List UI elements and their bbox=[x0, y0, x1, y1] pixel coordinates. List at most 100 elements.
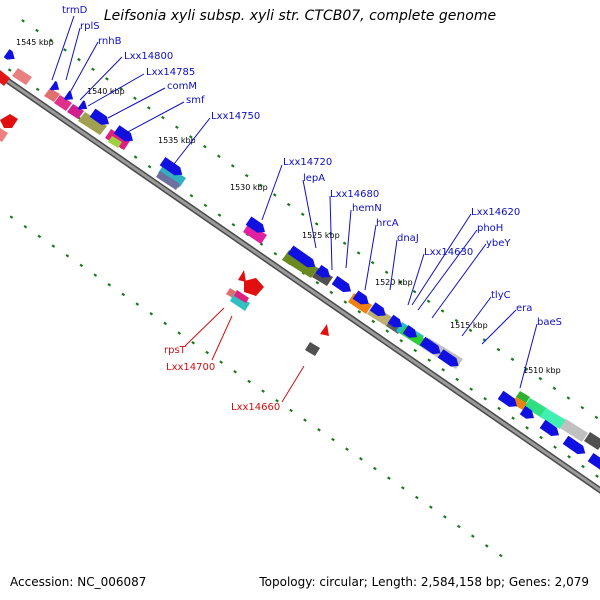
tick-dash bbox=[216, 154, 221, 159]
tick-dash bbox=[91, 67, 95, 71]
cds-arrow bbox=[49, 80, 60, 91]
gene-block bbox=[516, 391, 530, 403]
tick-dash bbox=[581, 464, 585, 469]
genome-summary: Topology: circular; Length: 2,584,158 bp… bbox=[259, 575, 589, 589]
gene-block bbox=[67, 104, 84, 119]
tick-dash bbox=[373, 466, 377, 471]
tick-dash bbox=[9, 215, 14, 219]
tick-dash bbox=[149, 312, 154, 316]
cds-arrow bbox=[3, 49, 15, 60]
gene-label: era bbox=[516, 303, 532, 314]
tick-dash bbox=[188, 135, 193, 139]
gene-label: phoH bbox=[477, 223, 503, 234]
gene-label: lepA bbox=[303, 173, 325, 184]
tick-dash bbox=[343, 300, 348, 304]
tick-dash bbox=[552, 386, 557, 391]
kbp-marker: 1510 kbp bbox=[523, 366, 561, 375]
cds-arrow bbox=[497, 390, 517, 407]
cds-arrow bbox=[387, 314, 402, 328]
tick-dash bbox=[93, 273, 98, 277]
tick-dash bbox=[79, 263, 84, 268]
reverse-arrows bbox=[0, 114, 329, 336]
tick-dash bbox=[442, 515, 447, 519]
leader-lines-reverse bbox=[184, 307, 305, 403]
cds-arrow bbox=[402, 325, 417, 338]
tick-dash bbox=[511, 416, 515, 420]
tick-dash bbox=[429, 505, 433, 509]
cds-arrow bbox=[113, 125, 133, 142]
cds-arrow bbox=[587, 453, 600, 470]
gene-label: rpsT bbox=[164, 345, 187, 356]
tick-dash bbox=[455, 377, 460, 382]
tick-dash bbox=[7, 68, 12, 72]
gene-label: Lxx14620 bbox=[471, 207, 520, 218]
gene-label: Lxx14720 bbox=[283, 157, 332, 168]
gene-label: dnaJ bbox=[397, 233, 419, 244]
tick-dash bbox=[412, 289, 417, 294]
tick-dash bbox=[63, 48, 67, 52]
tick-dash bbox=[177, 331, 182, 335]
tick-dash bbox=[273, 251, 278, 256]
gene-label: Lxx14750 bbox=[211, 111, 260, 122]
tick-dash bbox=[331, 437, 335, 442]
cds-arrow bbox=[245, 216, 265, 233]
tick-dash bbox=[468, 328, 473, 333]
tick-dash bbox=[189, 193, 194, 198]
gene-label: Lxx14785 bbox=[146, 67, 195, 78]
tick-dash bbox=[105, 77, 109, 81]
gene-block bbox=[584, 432, 600, 450]
cds-arrow bbox=[287, 245, 316, 268]
tick-dash bbox=[413, 348, 418, 353]
kbp-marker: 1520 kbp bbox=[375, 278, 413, 287]
tick-dash bbox=[219, 360, 223, 364]
kbp-marker: 1535 kbp bbox=[158, 136, 196, 145]
gene-label: ybeY bbox=[486, 238, 511, 249]
tick-dash bbox=[329, 290, 334, 295]
tick-dash bbox=[370, 260, 375, 265]
cds-arrow bbox=[77, 100, 88, 110]
tick-dash bbox=[580, 405, 585, 410]
gene-label: rplS bbox=[80, 21, 100, 32]
tick-dash bbox=[385, 329, 390, 333]
tick-dash bbox=[21, 19, 25, 23]
tick-dash bbox=[230, 164, 235, 168]
tick-dash bbox=[275, 399, 279, 403]
tick-dash bbox=[456, 524, 461, 529]
cds-arrow bbox=[352, 290, 369, 305]
cds-arrow bbox=[419, 336, 441, 355]
tick-dash bbox=[147, 106, 151, 110]
tick-dash bbox=[399, 339, 404, 343]
tick-dash bbox=[135, 302, 140, 306]
tick-dash bbox=[342, 241, 347, 246]
gene-label: Lxx14630 bbox=[424, 247, 473, 258]
cds-arrow bbox=[315, 264, 330, 278]
cds-arrow bbox=[539, 419, 559, 436]
kbp-marker: 1525 kbp bbox=[302, 231, 340, 240]
reverse-gene-labels: rpsT Lxx14700 Lxx14660 bbox=[164, 345, 280, 413]
tick-dash bbox=[233, 370, 237, 374]
tick-dash bbox=[496, 347, 501, 352]
gene-block bbox=[512, 397, 528, 410]
tick-dash bbox=[356, 251, 361, 255]
kbp-marker: 1540 kbp bbox=[87, 87, 125, 96]
tick-dash bbox=[147, 164, 152, 169]
gene-label: Lxx14800 bbox=[124, 51, 173, 62]
tick-dash bbox=[161, 115, 165, 120]
gene-block bbox=[54, 95, 72, 111]
tick-dash bbox=[244, 173, 249, 178]
cds-arrow bbox=[369, 302, 386, 317]
tick-dash bbox=[483, 397, 487, 401]
tick-dash bbox=[384, 270, 389, 275]
tick-dash bbox=[594, 415, 599, 420]
tick-dash bbox=[553, 445, 557, 449]
cds-arrow bbox=[89, 108, 109, 125]
gene-block bbox=[78, 112, 107, 135]
cds-arrow bbox=[437, 349, 459, 367]
tick-dash bbox=[163, 321, 168, 326]
tick-dash bbox=[37, 234, 42, 239]
tick-dash bbox=[470, 534, 475, 538]
cds-arrow bbox=[331, 275, 351, 293]
tick-dash bbox=[133, 96, 137, 100]
kbp-marker: 1545 kbp bbox=[16, 38, 54, 47]
tick-dash bbox=[272, 193, 277, 197]
